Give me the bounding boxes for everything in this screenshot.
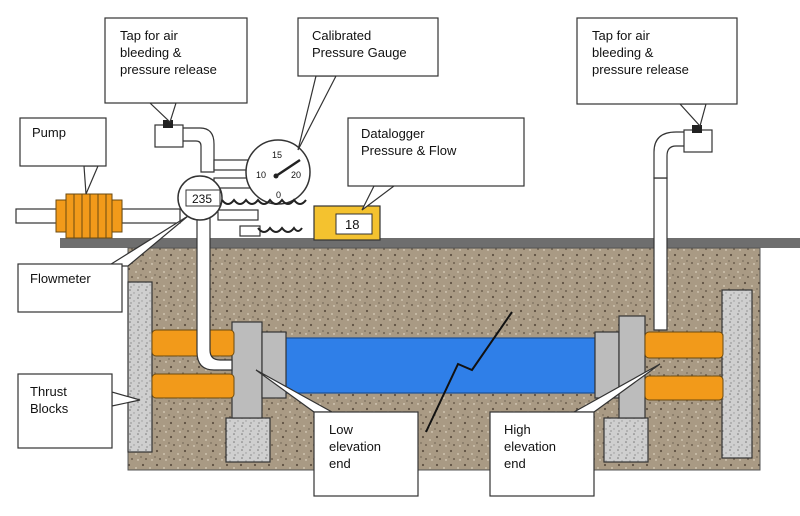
jack-left-top [151,329,235,357]
callout-tap-left [104,17,248,104]
callout-flowmeter [17,263,123,313]
jack-left-bottom [151,373,235,399]
tap-left-valve [154,120,184,148]
label-datalogger-1: Datalogger [361,126,425,141]
gauge-pipe-top [213,159,251,171]
thrust-block-right [721,289,753,459]
end-cap-left-outer [231,321,263,419]
pump [55,193,123,239]
support-block-right [603,417,649,463]
callout-high-end [489,411,595,497]
callout-low-end [313,411,419,497]
end-cap-left-inner [261,331,287,399]
tap-right-valve [683,125,713,153]
end-cap-right-outer [618,315,646,419]
riser-bend-right [653,131,687,179]
supply-pipe-to-logger [217,209,259,221]
label-tap-right-3: pressure release [592,62,689,77]
label-high-end-2: elevation [504,439,556,454]
callout-datalogger [347,117,525,187]
leader-tap-right [678,103,707,128]
label-low-end-2: elevation [329,439,381,454]
label-tap-right-2: bleeding & [592,45,654,60]
label-flowmeter: Flowmeter [30,271,91,286]
datalogger-reading: 18 [345,217,359,232]
jack-right-bottom [644,375,724,401]
riser-pipe-right [653,177,668,331]
label-thrust-2: Blocks [30,401,69,416]
callout-gauge [297,17,439,77]
pressure-gauge: 15 10 20 0 [245,139,311,205]
riser-bend-left [179,127,215,173]
callout-tap-right [576,17,738,105]
callout-pump [19,117,107,167]
label-low-end-3: end [329,456,351,471]
leader-pump [83,165,99,195]
end-cap-right-inner [594,331,620,399]
flowmeter-reading: 235 [192,192,212,206]
label-datalogger-2: Pressure & Flow [361,143,457,158]
label-tap-left-2: bleeding & [120,45,182,60]
thrust-block-left [127,281,153,453]
label-high-end-3: end [504,456,526,471]
gauge-tick-20: 20 [291,170,301,180]
label-pump: Pump [32,125,66,140]
label-thrust-1: Thrust [30,384,67,399]
pipe-break-line [425,311,513,433]
gauge-tick-0: 0 [276,190,281,200]
label-tap-left-3: pressure release [120,62,217,77]
logger-cable [221,198,307,233]
main-pipe [284,337,596,394]
gauge-needle [275,158,301,178]
label-tap-left-1: Tap for air [120,28,178,43]
label-gauge-1: Calibrated [312,28,371,43]
supply-pipe-mid [121,208,181,224]
ground-surface [60,238,800,248]
datalogger: 18 [313,205,381,241]
label-low-end-1: Low [329,422,353,437]
supply-pipe-lower [239,225,261,237]
jack-right-top [644,331,724,359]
label-tap-right-1: Tap for air [592,28,650,43]
flowmeter: 235 [177,175,223,221]
gauge-tick-15: 15 [272,150,282,160]
support-block-left [225,417,271,463]
label-gauge-2: Pressure Gauge [312,45,407,60]
riser-pipe-left [196,217,233,371]
label-high-end-1: High [504,422,531,437]
gauge-tick-10: 10 [256,170,266,180]
supply-pipe-left [15,208,63,224]
callout-thrust [17,373,113,449]
leader-gauge [297,75,337,151]
leader-tap-left [148,102,177,124]
